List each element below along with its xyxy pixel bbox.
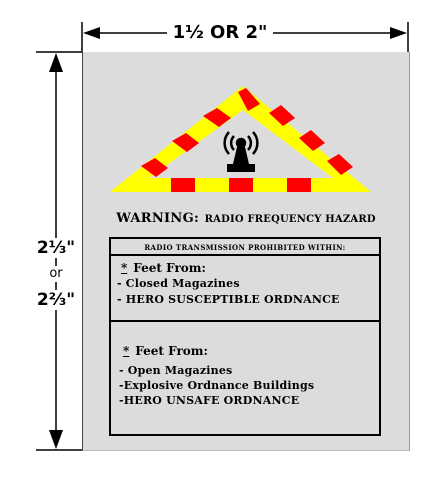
section2-title: * Feet From: xyxy=(123,344,379,358)
warning-subtitle: RADIO FREQUENCY HAZARD xyxy=(204,214,376,225)
height-dimension-label-b: 2⅔" xyxy=(26,290,86,310)
section2-line: - Open Magazines xyxy=(119,364,233,377)
hazard-triangle xyxy=(110,86,371,192)
width-dimension-label: 1½ OR 2" xyxy=(0,22,440,44)
section1-line: - HERO SUSCEPTIBLE ORDNANCE xyxy=(117,293,340,306)
prohibition-header: RADIO TRANSMISSION PROHIBITED WITHIN: xyxy=(144,243,346,252)
section2-line: -HERO UNSAFE ORDNANCE xyxy=(119,394,300,407)
prohibition-header-box: RADIO TRANSMISSION PROHIBITED WITHIN: xyxy=(109,237,381,256)
height-or-label: or xyxy=(26,266,86,282)
rf-hazard-sign: WARNING: RADIO FREQUENCY HAZARD RADIO TR… xyxy=(82,52,410,451)
section2-star: * xyxy=(123,344,130,358)
triangle-stripes xyxy=(141,88,353,192)
height-dimension-label-a: 2⅓" xyxy=(26,238,86,258)
section1-line: - Closed Magazines xyxy=(117,277,240,290)
closed-magazines-section: * Feet From: - Closed Magazines - HERO SU… xyxy=(109,254,381,322)
section2-line: -Explosive Ordnance Buildings xyxy=(119,379,315,392)
section2-title-text: Feet From: xyxy=(135,344,208,358)
section1-title-text: Feet From: xyxy=(133,261,206,275)
warning-heading: WARNING: RADIO FREQUENCY HAZARD xyxy=(83,207,409,226)
warning-word: WARNING: xyxy=(116,211,200,226)
section1-star: * xyxy=(121,261,128,275)
section1-title: * Feet From: xyxy=(121,261,379,275)
radio-transmitter-icon xyxy=(223,131,259,172)
open-magazines-section: * Feet From: - Open Magazines -Explosive … xyxy=(109,320,381,436)
